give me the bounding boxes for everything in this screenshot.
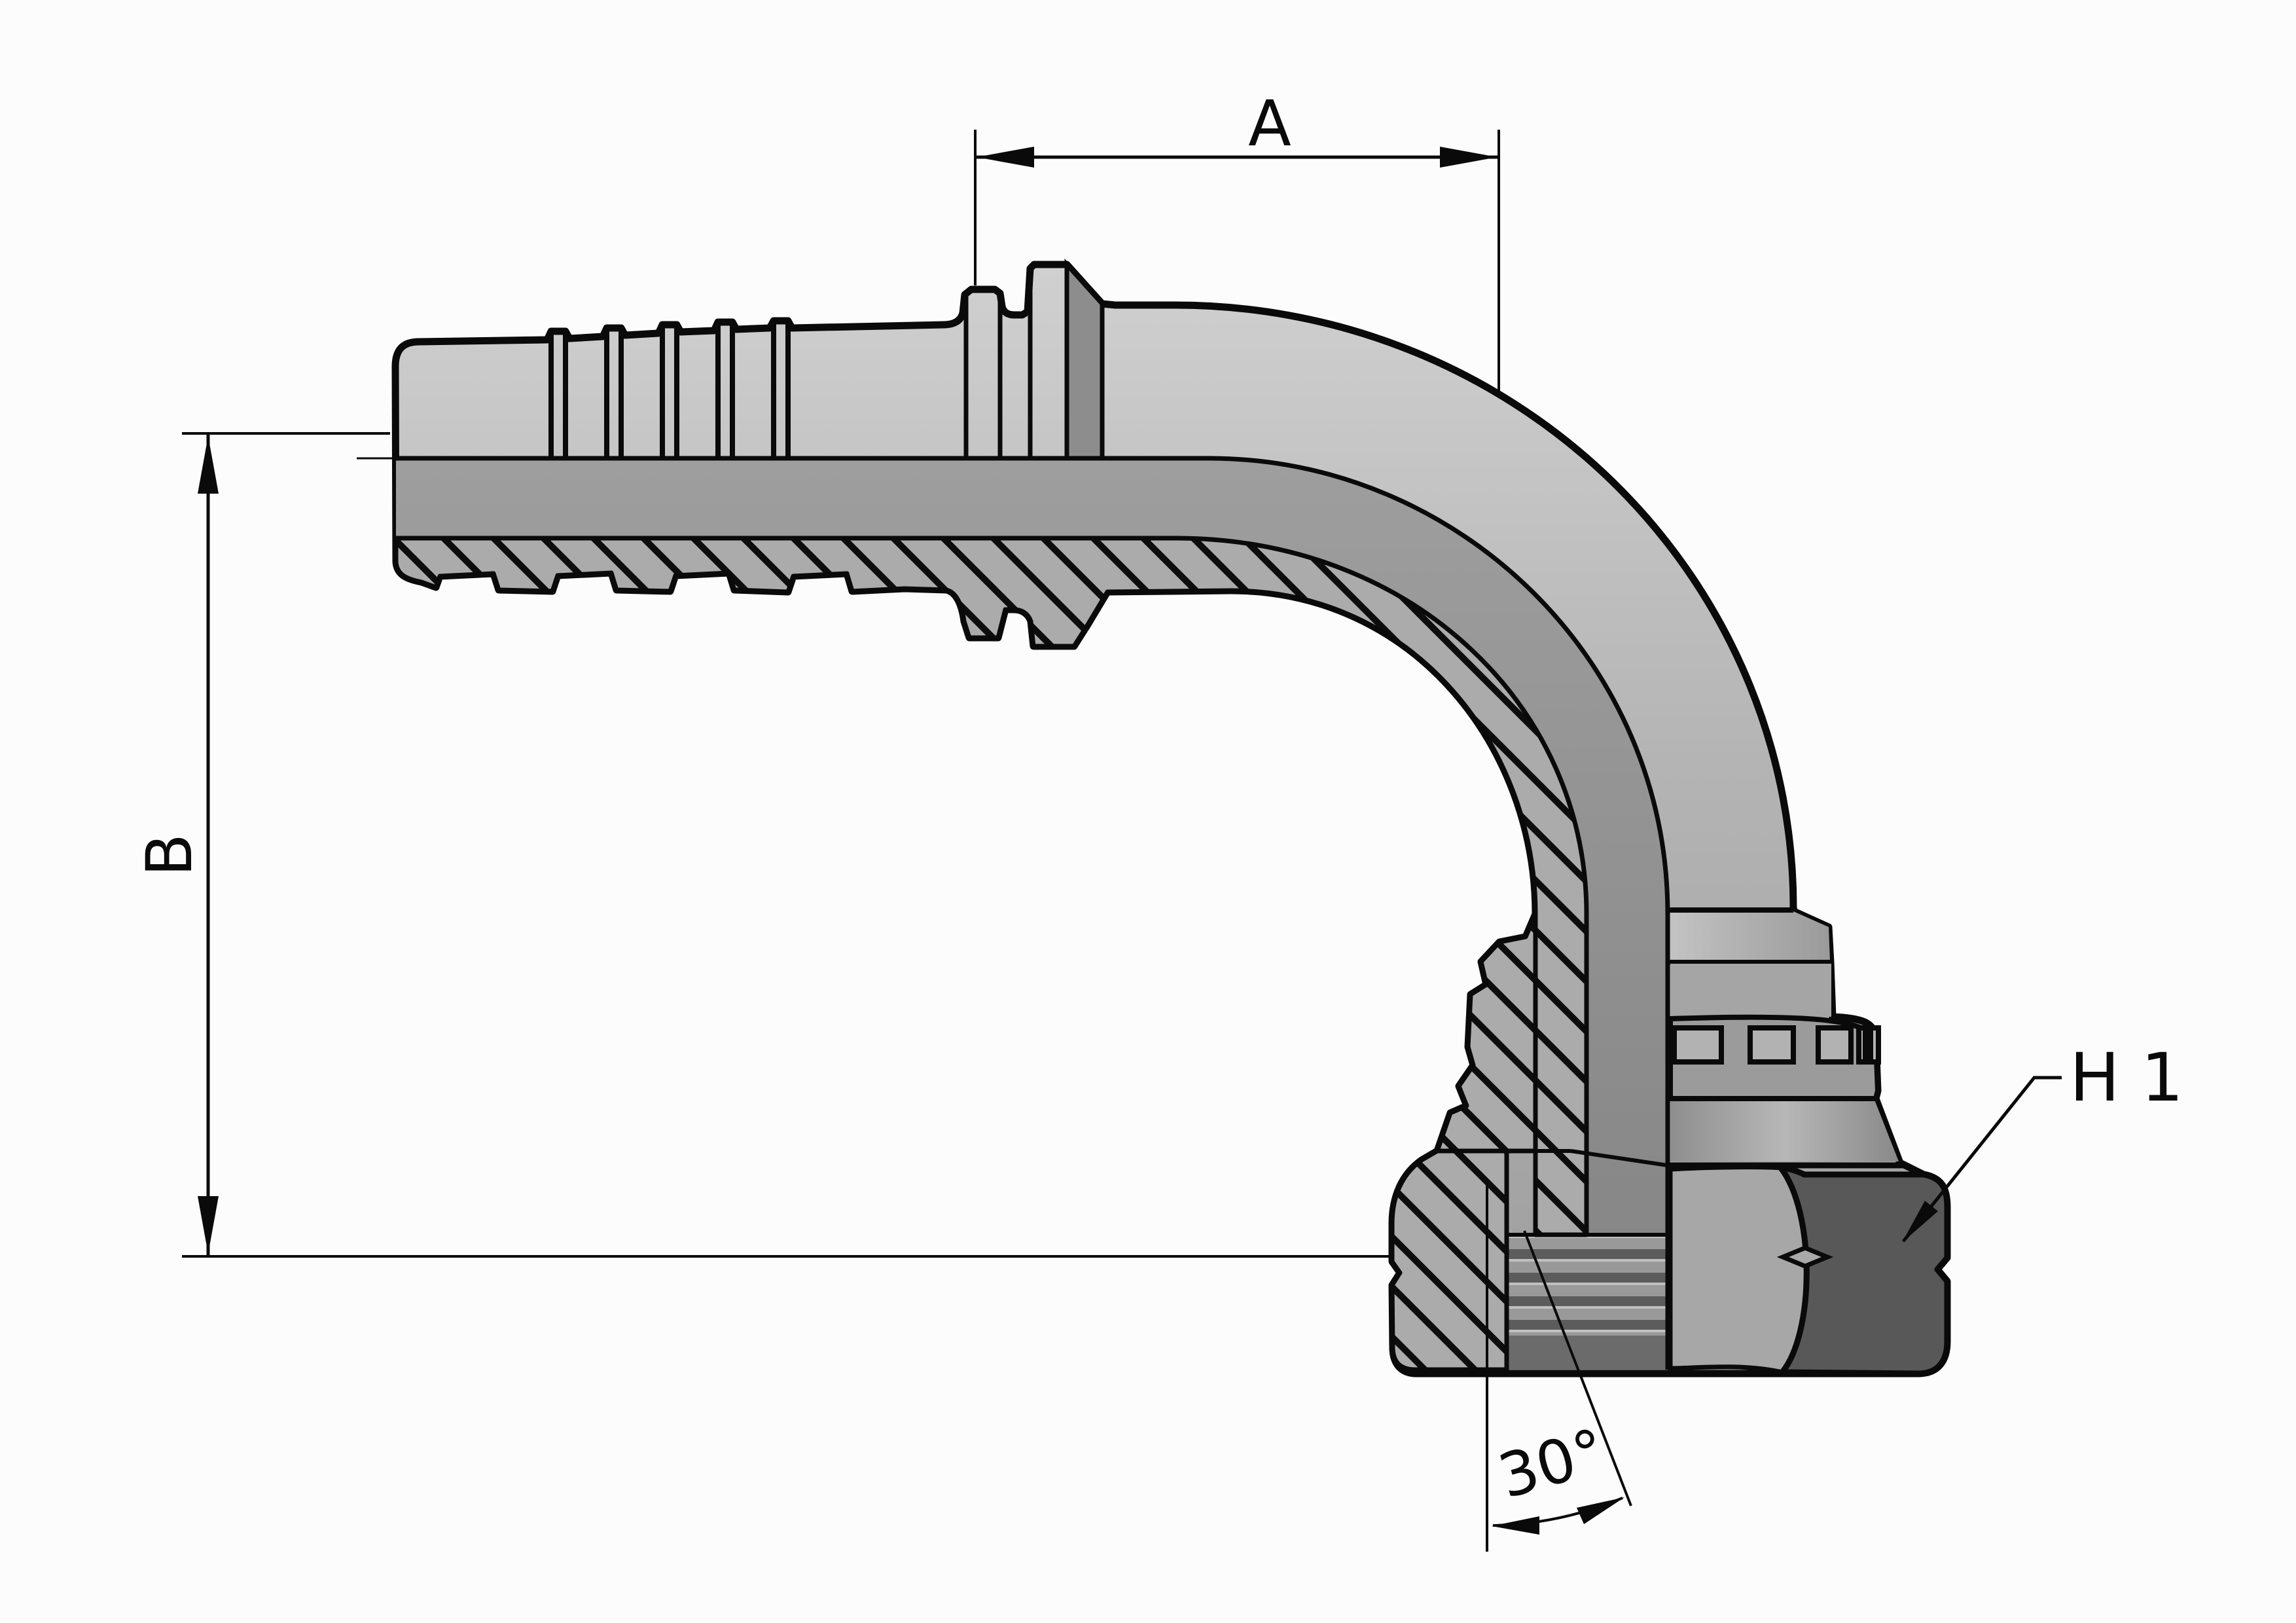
dim-b-arrow-top-icon [198,436,219,494]
thread-windows [1672,1025,1881,1065]
dimension-a: A [974,87,1500,397]
hex-size-label: H 1 [2070,1039,2183,1117]
dim-b-arrow-bottom-icon [198,1196,219,1254]
seat-shelf-slant [1570,1149,1668,1167]
nut-dark-face [1778,1165,1950,1377]
hex-corner-diamond [1776,1245,1834,1269]
h1-leader-line [1902,1076,2062,1243]
nut-cone [1670,1100,1899,1161]
fitting-body [357,258,1951,1377]
dim-a-arrow-right-icon [1440,147,1498,168]
angle-arrow-left-icon [1492,1516,1539,1535]
h1-leader-arrow-icon [1902,1201,1938,1243]
barb-rings [548,322,791,456]
angle-arrow-right-icon [1577,1497,1624,1524]
dim-b-label: B [133,833,206,877]
swivel-assembly [1668,907,1899,1161]
nut-light-face [1668,1165,1809,1375]
collar-block-edges [963,270,1033,458]
dim-a-arrow-left-icon [977,147,1034,168]
dim-a-label: A [1248,87,1291,160]
angle-ref-slant [1523,1230,1632,1506]
flare [1670,911,1830,961]
hatch-nut-section [1390,1148,1509,1372]
thread-counterbore [1507,1336,1668,1370]
hatch-shank-wall [393,536,1589,1237]
sleeve-cylinder [1670,964,1831,1017]
dimension-b: B [133,432,1391,1258]
hatch-ferrule-section [1435,911,1538,1154]
section-boundary [396,456,1670,1370]
hex-nut [1437,1149,1950,1377]
hex-size-callout: H 1 [1902,1039,2183,1243]
